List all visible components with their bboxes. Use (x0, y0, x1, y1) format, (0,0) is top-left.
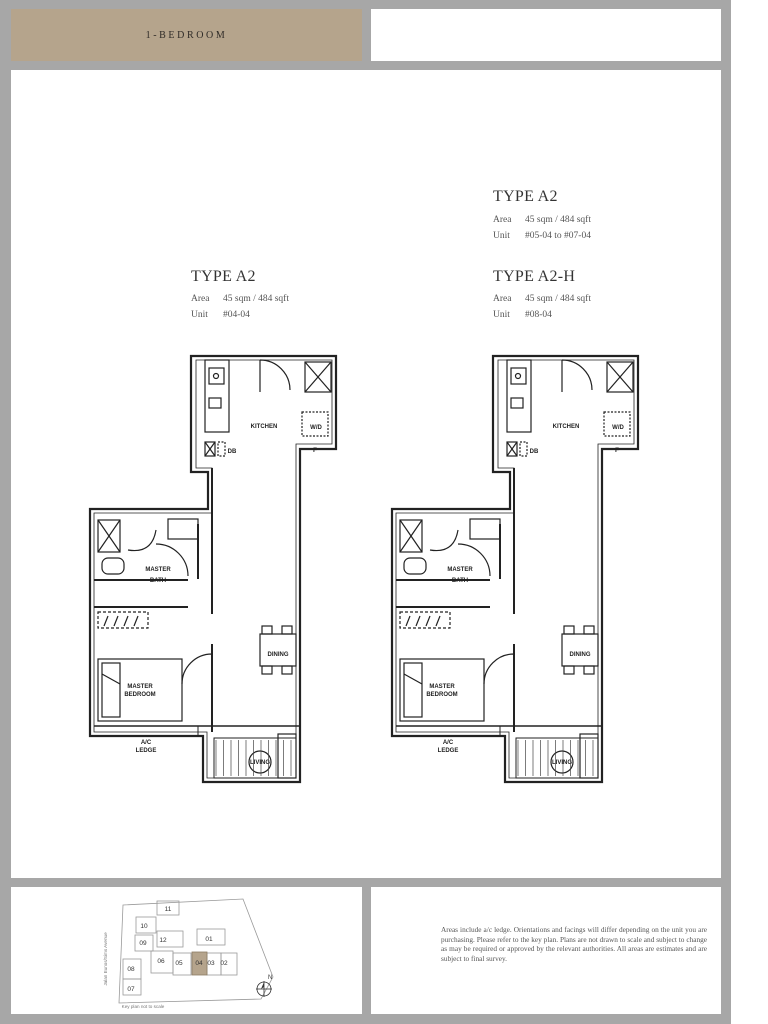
room-label-ac-1: A/C (443, 740, 454, 746)
block-label: 04 (195, 960, 203, 967)
room-label-ac-2: LEDGE (438, 748, 459, 754)
room-label-db: DB (228, 449, 237, 455)
room-label-master-bed-1: MASTER (429, 684, 455, 690)
room-label-kitchen: KITCHEN (553, 424, 580, 430)
road-label: Jalan Eunos/Sims Avenue (103, 932, 108, 986)
block-label: 05 (175, 960, 183, 967)
room-label-fridge: F (313, 447, 317, 454)
unit-type-title-left: TYPE A2 (191, 268, 256, 285)
room-label-living: LIVING (250, 760, 270, 766)
key-plan-diagram: 11 10 09 12 01 06 05 04 03 02 08 07 Jala… (103, 898, 274, 1009)
room-label-master-bath-1: MASTER (447, 567, 473, 573)
floor-plan-right: KITCHEN W/D F DB MASTER BATH DINING LIVING MASTE… (390, 354, 640, 784)
block-label: 06 (157, 958, 165, 965)
header-blank-panel (371, 9, 721, 61)
key-plan-panel: 11 10 09 12 01 06 05 04 03 02 08 07 Jala… (11, 887, 362, 1014)
unit-number-left: Unit#04-04 (191, 310, 250, 320)
room-label-master-bed-2: BEDROOM (124, 692, 155, 698)
room-label-dining: DINING (268, 652, 289, 658)
floor-plan-left: KITCHEN W/D F DB MASTER BATH DINING LIVING MASTE… (88, 354, 338, 784)
block-label: 09 (139, 940, 147, 947)
room-label-kitchen: KITCHEN (251, 424, 278, 430)
block-label: 03 (207, 960, 215, 967)
balcony-grille (213, 737, 297, 779)
highlight-block-04 (191, 951, 208, 976)
unit-type-title-right-a: TYPE A2 (493, 188, 558, 205)
room-label-ac-2: LEDGE (136, 748, 157, 754)
north-label: N (268, 975, 272, 981)
room-label-db: DB (530, 449, 539, 455)
block-label: 12 (159, 937, 167, 944)
unit-number-right-a: Unit#05-04 to #07-04 (493, 231, 591, 241)
block-label: 02 (220, 960, 228, 967)
room-label-living: LIVING (552, 760, 572, 766)
room-label-master-bath-1: MASTER (145, 567, 171, 573)
category-tab: 1-BEDROOM (11, 9, 362, 61)
room-label-ac-1: A/C (141, 740, 152, 746)
room-label-dining: DINING (570, 652, 591, 658)
disclaimer-text: Areas include a/c ledge. Orientations an… (441, 925, 707, 963)
room-label-master-bed-1: MASTER (127, 684, 153, 690)
block-label: 07 (127, 986, 135, 993)
block-label: 08 (127, 966, 135, 973)
notes-panel: Areas include a/c ledge. Orientations an… (371, 887, 721, 1014)
room-label-master-bath-2: BATH (150, 578, 166, 584)
block-label: 11 (165, 906, 172, 913)
balcony-grille (515, 737, 599, 779)
room-label-wd: W/D (310, 425, 322, 431)
unit-number-right-b: Unit#08-04 (493, 310, 552, 320)
north-arrow-icon: N (256, 975, 272, 997)
room-label-master-bed-2: BEDROOM (426, 692, 457, 698)
room-label-master-bath-2: BATH (452, 578, 468, 584)
room-label-wd: W/D (612, 425, 624, 431)
block-label: 10 (140, 923, 148, 930)
key-plan-caption: Key plan not to scale (122, 1004, 165, 1009)
room-label-fridge: F (615, 447, 619, 454)
block-label: 01 (205, 936, 213, 943)
category-label: 1-BEDROOM (145, 29, 228, 41)
unit-type-title-right-b: TYPE A2-H (493, 268, 576, 285)
